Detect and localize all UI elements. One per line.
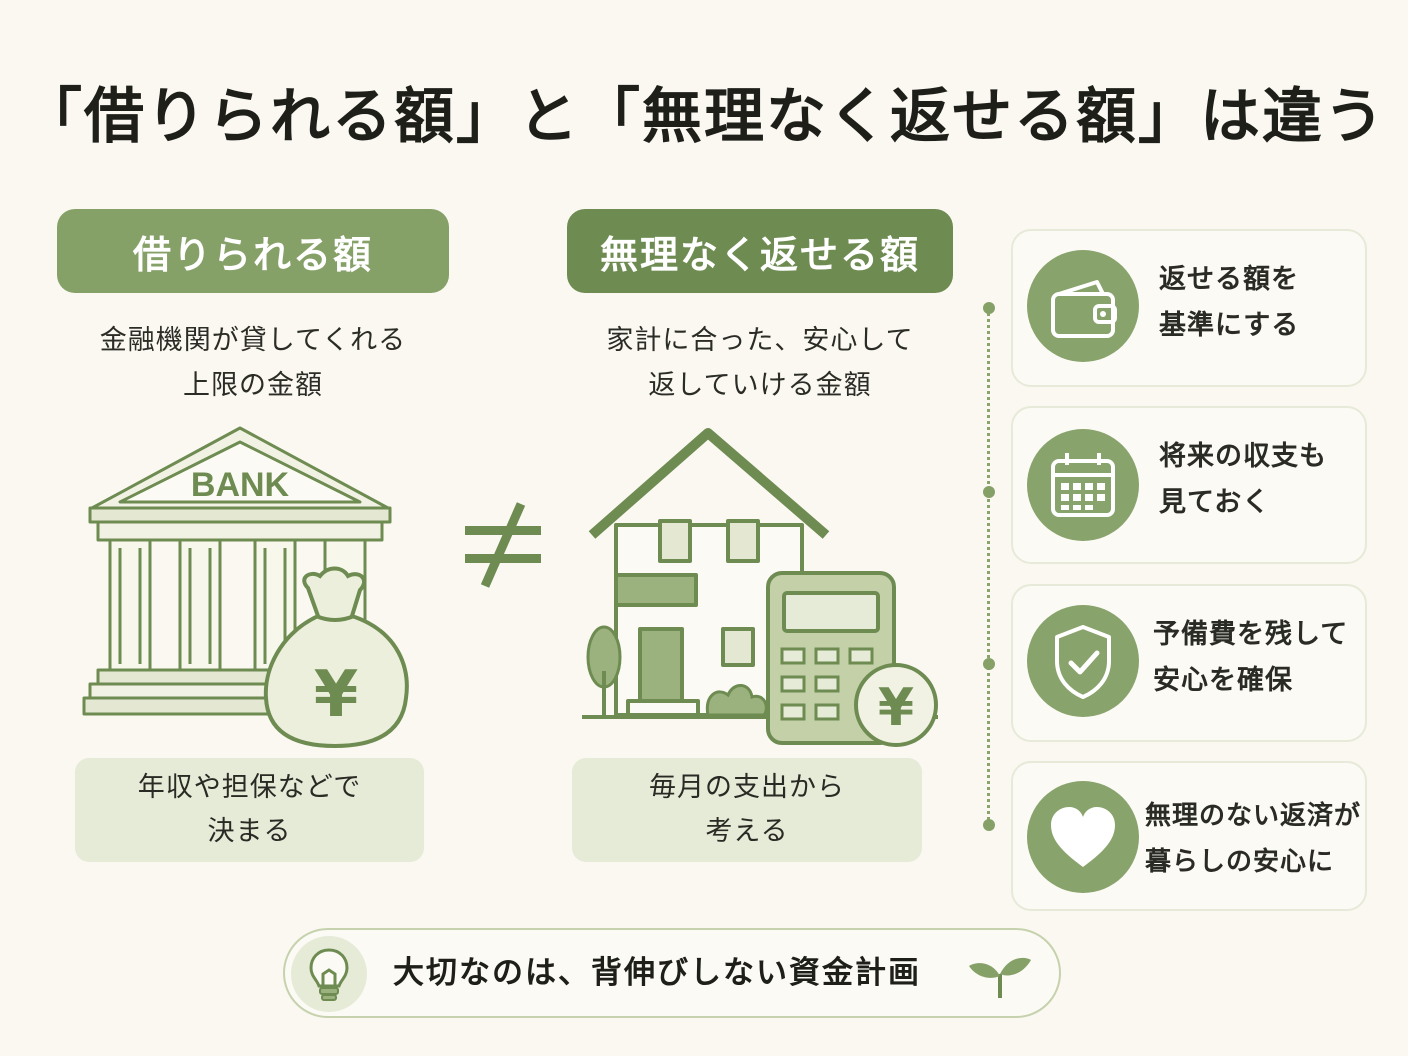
repayable-amount-heading: 無理なく返せる額 (567, 209, 953, 293)
timeline-dot (983, 658, 995, 670)
not-equal-icon (465, 502, 541, 588)
tip-card-text: 返せる額を 基準にする (1159, 257, 1359, 349)
tip-card: 予備費を残して 安心を確保 (1011, 584, 1367, 742)
repayable-desc-line2: 返していける金額 (648, 370, 872, 401)
timeline-dot (983, 486, 995, 498)
borrowable-amount-heading-label: 借りられる額 (132, 232, 373, 277)
heart-icon (1051, 807, 1115, 867)
money-bag-yen-symbol: ¥ (314, 658, 359, 732)
bank-sign-text: BANK (191, 466, 290, 504)
borrowable-amount-heading: 借りられる額 (57, 209, 449, 293)
tip-card: 将来の収支も 見ておく (1011, 406, 1367, 564)
calendar-icon (1051, 453, 1115, 517)
tip-card-line1: 予備費を残して (1153, 619, 1349, 650)
borrowable-desc-line1: 金融機関が貸してくれる (99, 325, 407, 356)
page-title: 「借りられる額」と「無理なく返せる額」は違う (22, 82, 1386, 152)
coin-yen-symbol: ¥ (878, 678, 914, 738)
tip-card-line1: 無理のない返済が (1145, 801, 1362, 831)
repayable-amount-note: 毎月の支出から 考える (572, 758, 922, 862)
tip-card: 無理のない返済が 暮らしの安心に (1011, 761, 1367, 911)
timeline-dot (983, 302, 995, 314)
money-bag-icon (263, 566, 409, 749)
house-calculator-illustration: ¥ (582, 428, 938, 747)
repayable-note-line1: 毎月の支出から (649, 772, 845, 803)
repayable-note-line2: 考える (705, 816, 789, 847)
bank-illustration: BANK ¥ (82, 426, 409, 749)
tree-icon (586, 625, 622, 715)
tip-card-icon-circle (1027, 605, 1139, 717)
tip-card-icon-circle (1027, 429, 1139, 541)
tip-card-line2: 暮らしの安心に (1145, 847, 1335, 877)
yen-coin-icon (854, 663, 938, 747)
tip-card-line1: 将来の収支も (1159, 441, 1327, 472)
repayable-amount-heading-label: 無理なく返せる額 (599, 232, 920, 277)
borrowable-note-line2: 決まる (207, 816, 292, 847)
repayable-amount-description: 家計に合った、安心して 返していける金額 (567, 318, 953, 408)
tip-card-text: 予備費を残して 安心を確保 (1153, 612, 1353, 704)
tip-card-line2: 見ておく (1159, 487, 1271, 518)
tip-card-icon-circle (1027, 250, 1139, 362)
tip-card-line2: 基準にする (1159, 310, 1300, 341)
wallet-icon (1051, 280, 1117, 338)
shield-check-icon (1055, 625, 1111, 699)
key-message-text: 大切なのは、背伸びしない資金計画 (393, 955, 921, 991)
borrowable-amount-description: 金融機関が貸してくれる 上限の金額 (57, 318, 449, 408)
tip-card: 返せる額を 基準にする (1011, 229, 1367, 387)
borrowable-desc-line2: 上限の金額 (183, 370, 323, 401)
borrowable-note-line1: 年収や担保などで (137, 772, 362, 803)
tip-card-line2: 安心を確保 (1153, 665, 1293, 696)
repayable-desc-line1: 家計に合った、安心して (606, 325, 914, 356)
lightbulb-icon (291, 936, 367, 1012)
borrowable-amount-note: 年収や担保などで 決まる (75, 758, 424, 862)
sprout-icon (969, 957, 1031, 998)
tip-card-line1: 返せる額を (1159, 264, 1299, 295)
timeline-dot (983, 819, 995, 831)
tip-card-text: 将来の収支も 見ておく (1159, 434, 1359, 526)
bush-icon (705, 684, 768, 717)
key-message-banner: 大切なのは、背伸びしない資金計画 (283, 928, 1061, 1018)
tip-card-icon-circle (1027, 781, 1139, 893)
tip-card-text: 無理のない返済が 暮らしの安心に (1145, 793, 1361, 885)
timeline-dotted-line (987, 306, 994, 826)
